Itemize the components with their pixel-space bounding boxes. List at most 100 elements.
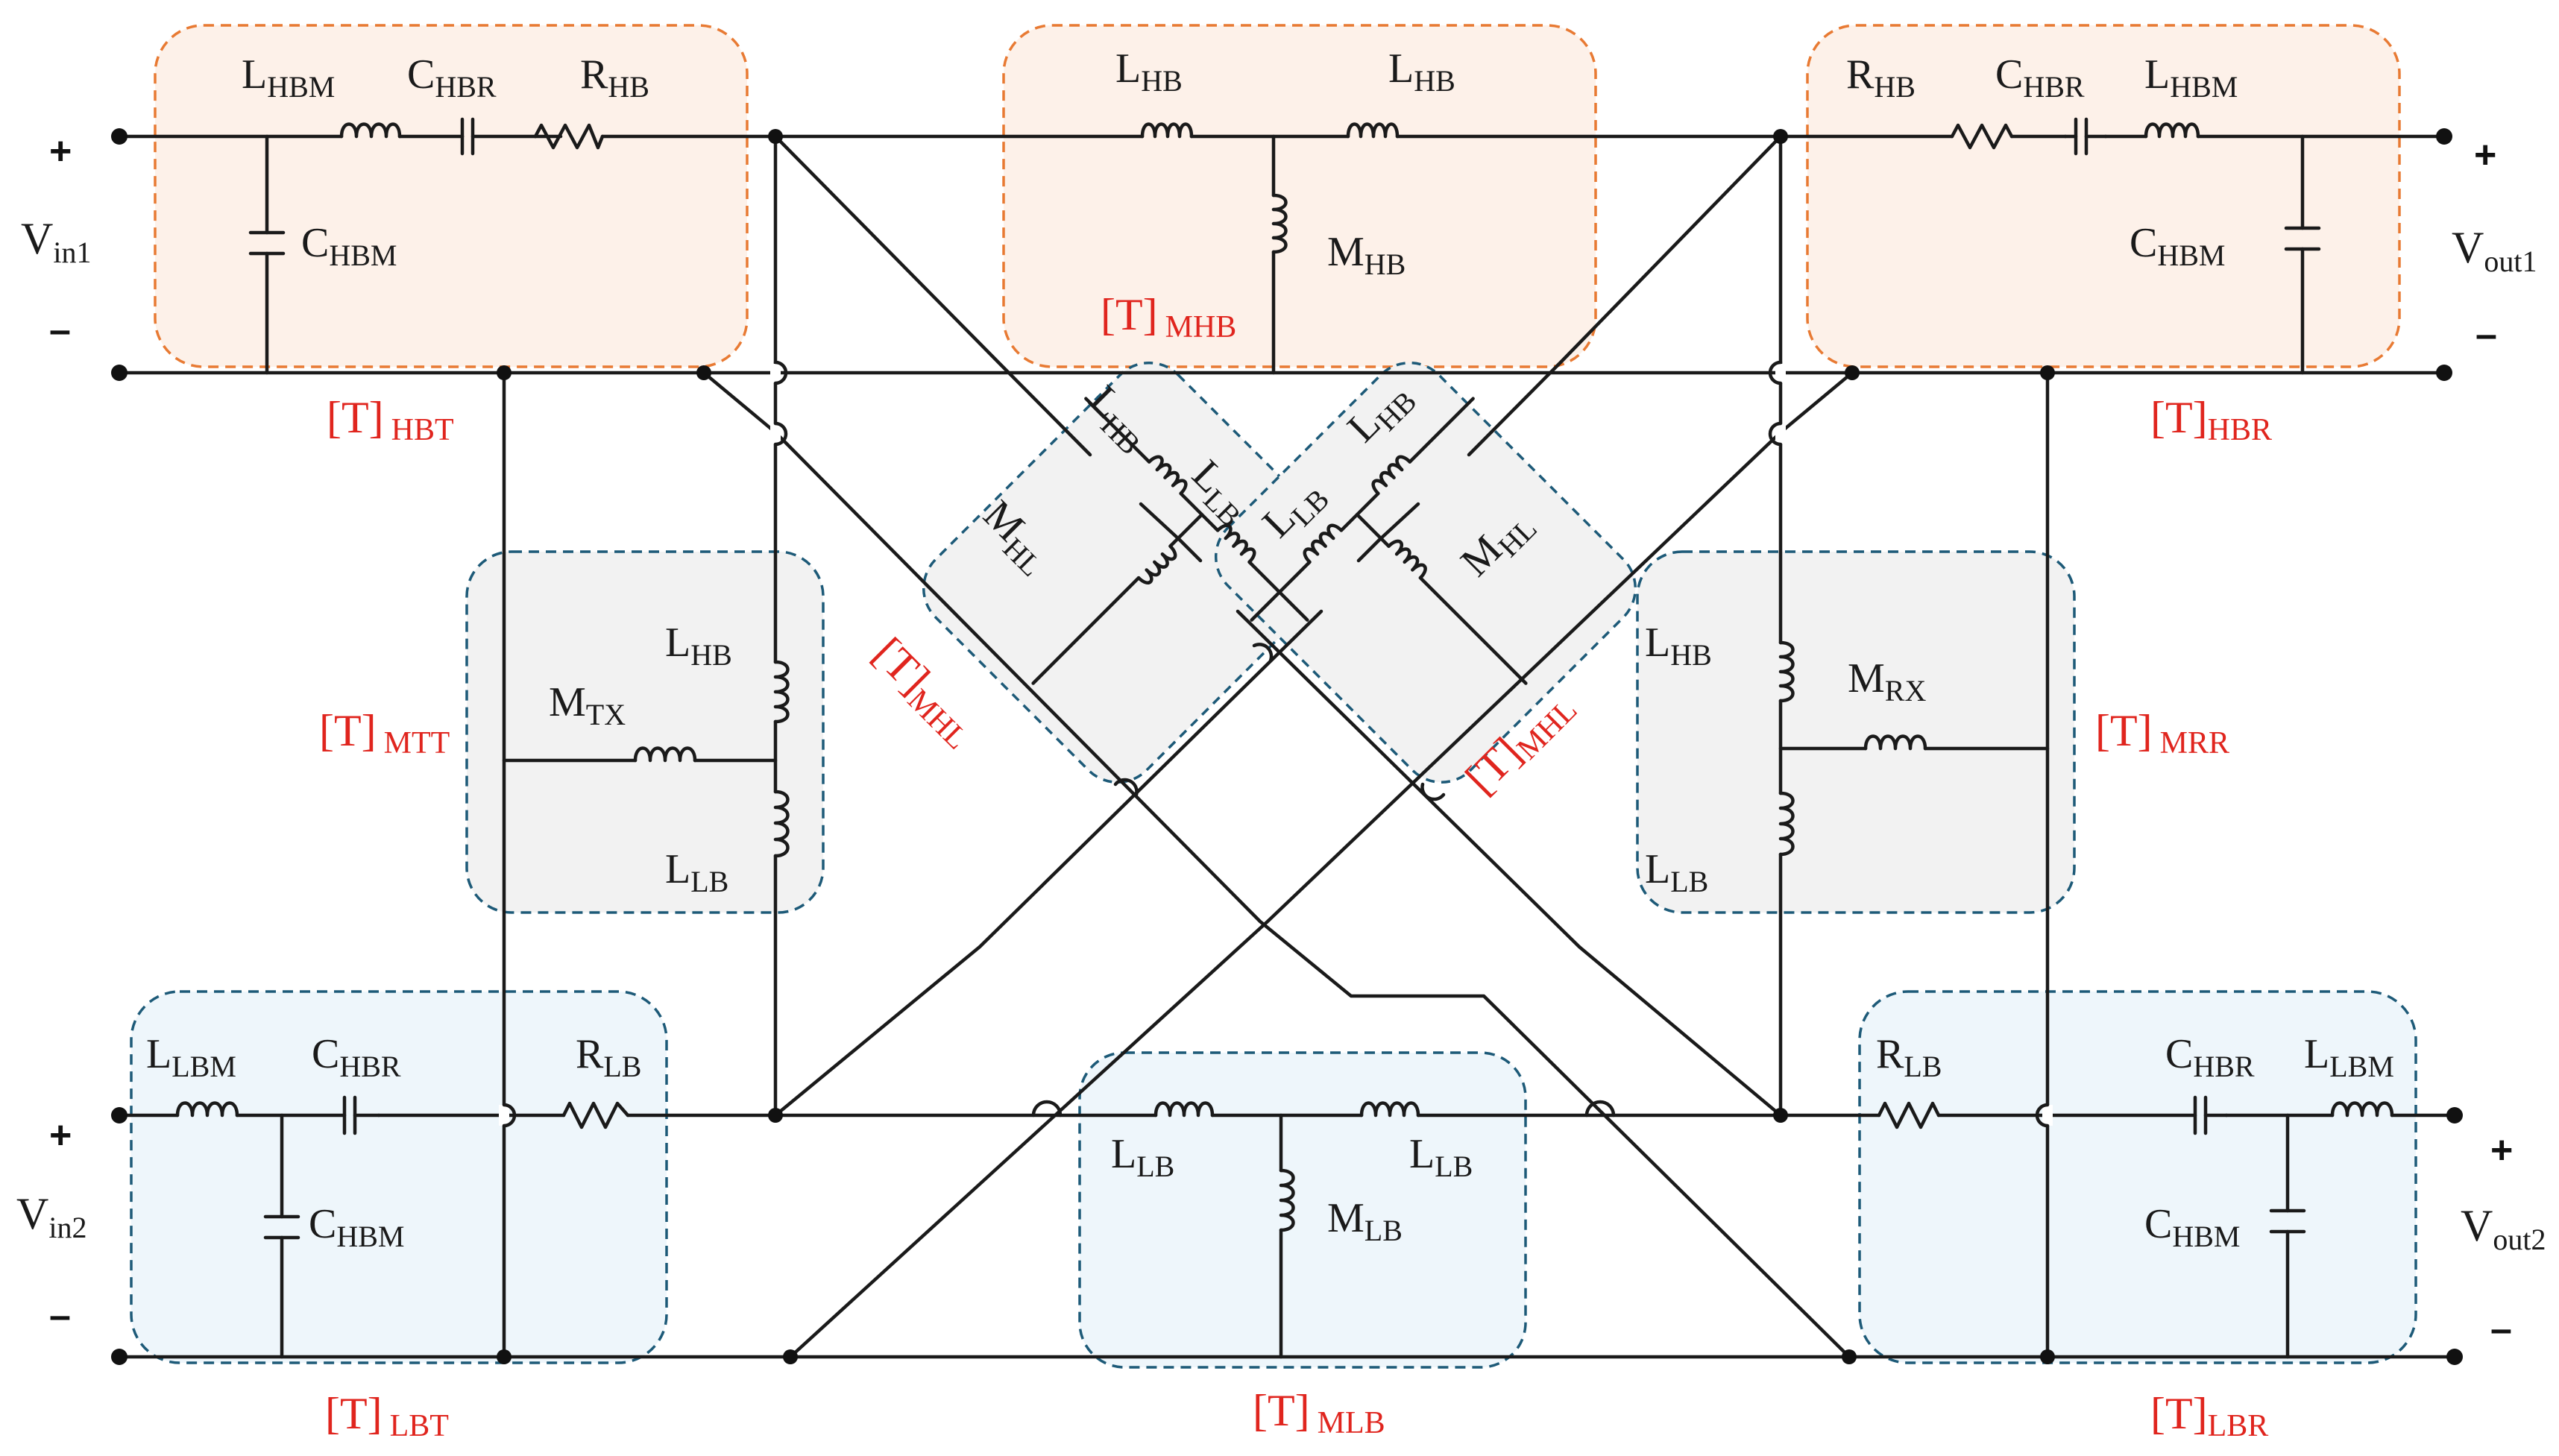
wire-diag-a	[773, 134, 1783, 1118]
label-lbr-rlb: RLB	[1876, 1031, 1942, 1083]
inductor-lbr-llbm-icon	[2330, 1101, 2394, 1118]
wire-diag-d	[788, 371, 1854, 1359]
label-hbr-lhbm: LHBM	[2144, 51, 2238, 104]
terminal-vout2-minus	[2446, 1349, 2463, 1365]
junction	[2040, 1349, 2055, 1364]
label-lbt-chbm: CHBM	[309, 1201, 405, 1253]
label-mrr-mrx: MRX	[1848, 655, 1926, 707]
hop-diag-5	[1584, 1100, 1616, 1118]
vout2-minus-sign: –	[2490, 1308, 2512, 1351]
wire-diag-b	[773, 134, 1783, 1118]
label-lbr-chbm: CHBM	[2144, 1201, 2241, 1253]
terminal-vin1-plus	[111, 128, 128, 145]
box-mlb	[1078, 1051, 1527, 1369]
vin1-plus-sign: +	[49, 130, 72, 173]
label-hbt-lhbm: LHBM	[242, 51, 335, 104]
label-mhb-lhb-right: LHB	[1388, 45, 1455, 98]
box-mhl-left	[922, 361, 1345, 784]
terminal-vout1-minus	[2436, 365, 2452, 381]
vout1-minus-sign: –	[2475, 313, 2497, 356]
matrix-label-lbt: [T]LBT	[325, 1389, 449, 1443]
box-mtt	[465, 550, 825, 914]
wires	[117, 134, 2457, 1359]
inductor-mlb-llb-left-icon	[1153, 1101, 1215, 1118]
resistor-lbt-rlb-icon	[561, 1101, 630, 1129]
block-boxes	[130, 24, 2417, 1369]
label-mlb-llb-left: LLB	[1111, 1131, 1174, 1183]
inductor-mhl-left-lhb-icon	[1147, 455, 1188, 496]
junction	[1773, 129, 1788, 144]
mhl-left-network	[1031, 397, 1309, 685]
label-mlb-llb-right: LLB	[1409, 1131, 1473, 1183]
inductor-mrr-mrx-icon	[1863, 734, 1927, 751]
vin1-label: Vin1	[21, 214, 91, 269]
box-lbt	[130, 990, 668, 1364]
matrix-label-mtt: [T]MTT	[319, 706, 450, 760]
resistor-lbr-rlb-icon	[1877, 1101, 1941, 1129]
box-hbt	[154, 24, 749, 368]
label-mrr-llb: LLB	[1645, 846, 1708, 898]
inductor-mhb-lhb-left-icon	[1140, 122, 1194, 139]
inductor-mhl-right-llb-icon	[1303, 523, 1344, 564]
components	[175, 117, 2394, 1240]
vout1-label: Vout1	[2452, 223, 2537, 278]
inductor-mhl-left-llb-icon	[1215, 523, 1256, 564]
junction	[497, 365, 512, 380]
capacitor-lbr-chbm-icon	[2269, 1208, 2306, 1234]
matrix-label-mlb: [T]MLB	[1253, 1386, 1385, 1440]
capacitor-hbr-chbm-icon	[2284, 226, 2321, 251]
hop-diag-4	[1031, 1100, 1063, 1118]
inductor-hbr-lhbm-icon	[2144, 122, 2200, 139]
label-lbt-rlb: RLB	[576, 1031, 641, 1083]
box-lbr	[1858, 990, 2417, 1364]
terminal-vin2-plus	[111, 1107, 128, 1123]
box-hbr	[1806, 24, 2401, 368]
junction	[768, 129, 783, 144]
inductor-mlb-llb-right-icon	[1359, 1101, 1420, 1118]
inductor-mtt-mtx-icon	[633, 746, 697, 763]
label-hbr-rhb: RHB	[1846, 51, 1916, 104]
label-mhb-mhb: MHB	[1327, 229, 1406, 281]
resistor-hbr-rhb-icon	[1950, 123, 2014, 150]
component-labels: LHBM CHBR RHB CHBM LHB LHB MHB RHB CHBR …	[146, 45, 2394, 1253]
junction	[1845, 365, 1860, 380]
vin2-label: Vin2	[16, 1189, 86, 1244]
inductor-mhl-right-lhb-icon	[1371, 455, 1412, 496]
terminal-vin2-minus	[111, 1349, 128, 1365]
terminal-vout1-plus	[2436, 128, 2452, 145]
inductor-mtt-lhb-icon	[773, 660, 790, 724]
junction	[497, 1349, 512, 1364]
resistor-hbt-rhb-icon	[533, 123, 605, 150]
junction	[1773, 1108, 1788, 1123]
label-lbr-llbm: LLBM	[2304, 1031, 2394, 1083]
inductor-mlb-mlb-icon	[1279, 1168, 1295, 1232]
matrix-labels: [T]HBT [T]MHB [T]HBR [T]MTT [T]MRR [T]MH…	[319, 290, 2272, 1443]
wire-diag-c	[702, 371, 1851, 1359]
matrix-label-hbr: [T]HBR	[2150, 393, 2272, 447]
label-mtt-lhb: LHB	[665, 620, 732, 672]
inductor-mtt-llb-icon	[773, 790, 790, 858]
vout2-plus-sign: +	[2490, 1129, 2513, 1172]
vin2-plus-sign: +	[49, 1114, 72, 1157]
vin1-minus-sign: –	[49, 309, 71, 352]
inductor-mhb-lhb-right-icon	[1346, 122, 1400, 139]
label-lbt-chbr: CHBR	[312, 1031, 401, 1083]
label-lbt-llbm: LLBM	[146, 1031, 236, 1083]
mhl-right-network	[1250, 397, 1528, 685]
hop-diag-1	[1113, 778, 1139, 797]
inductor-mrr-llb-icon	[1778, 791, 1795, 857]
matrix-label-lbr: [T]LBR	[2150, 1389, 2268, 1443]
capacitor-hbt-chbm-icon	[248, 230, 286, 256]
terminal-vout2-plus	[2446, 1107, 2463, 1123]
terminal-vin1-minus	[111, 365, 128, 381]
inductor-mhb-mhb-icon	[1271, 193, 1288, 254]
inductor-mhl-left-mhl-icon	[1136, 544, 1177, 584]
label-lbr-chbr: CHBR	[2165, 1031, 2255, 1083]
capacitor-lbt-chbm-icon	[263, 1214, 300, 1240]
label-hbt-rhb: RHB	[580, 51, 649, 104]
hop-diag-3	[1252, 643, 1274, 663]
matrix-label-mrr: [T]MRR	[2095, 706, 2229, 760]
junction	[1842, 1349, 1857, 1364]
label-mlb-mlb: MLB	[1327, 1195, 1403, 1247]
